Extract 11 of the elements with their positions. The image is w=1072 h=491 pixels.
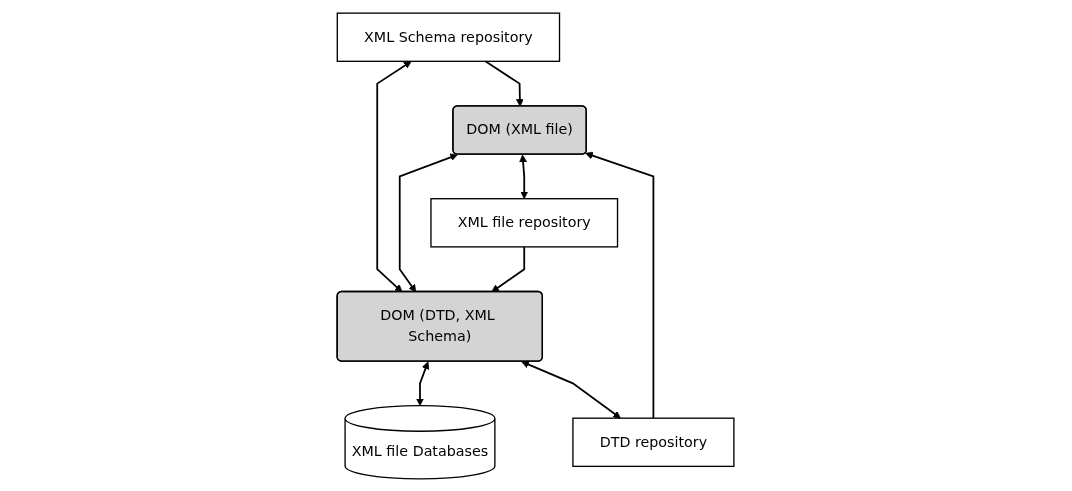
arrow xyxy=(416,361,430,406)
node-box: XML Schema repository xyxy=(337,11,561,62)
arrow xyxy=(484,59,525,107)
arrow xyxy=(519,154,529,199)
arrow xyxy=(399,153,459,292)
arrow xyxy=(585,151,655,419)
arrow xyxy=(521,360,622,419)
arrow xyxy=(376,60,412,292)
node-box: DTD repository xyxy=(572,417,736,467)
arrow xyxy=(491,245,526,292)
node-box: XML file repository xyxy=(430,197,619,248)
